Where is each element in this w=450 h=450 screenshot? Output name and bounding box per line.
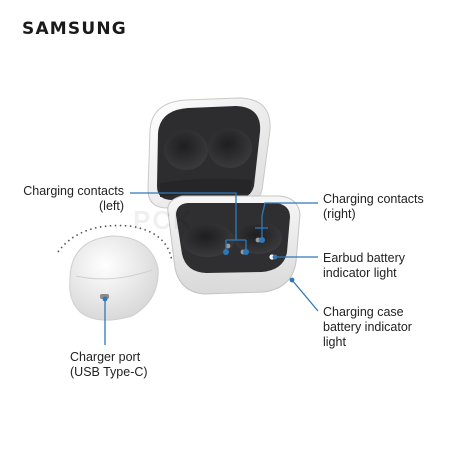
case-lid bbox=[147, 97, 271, 209]
watermark: PCK bbox=[133, 205, 194, 235]
callout-lines bbox=[104, 192, 319, 345]
dotted-arc bbox=[57, 224, 173, 263]
label-charging-contacts-left: Charging contacts (left) bbox=[23, 184, 124, 213]
brand-logo: SAMSUNG bbox=[22, 19, 127, 39]
case-base bbox=[167, 195, 301, 295]
label-charger-port: Charger port (USB Type-C) bbox=[70, 350, 148, 379]
label-charging-contacts-right: Charging contacts (right) bbox=[323, 192, 424, 221]
closed-case bbox=[69, 235, 159, 321]
label-charging-case-battery-light: Charging case battery indicator light bbox=[323, 305, 412, 349]
label-earbud-battery-light: Earbud battery indicator light bbox=[323, 251, 405, 280]
callout-dots bbox=[102, 237, 295, 302]
